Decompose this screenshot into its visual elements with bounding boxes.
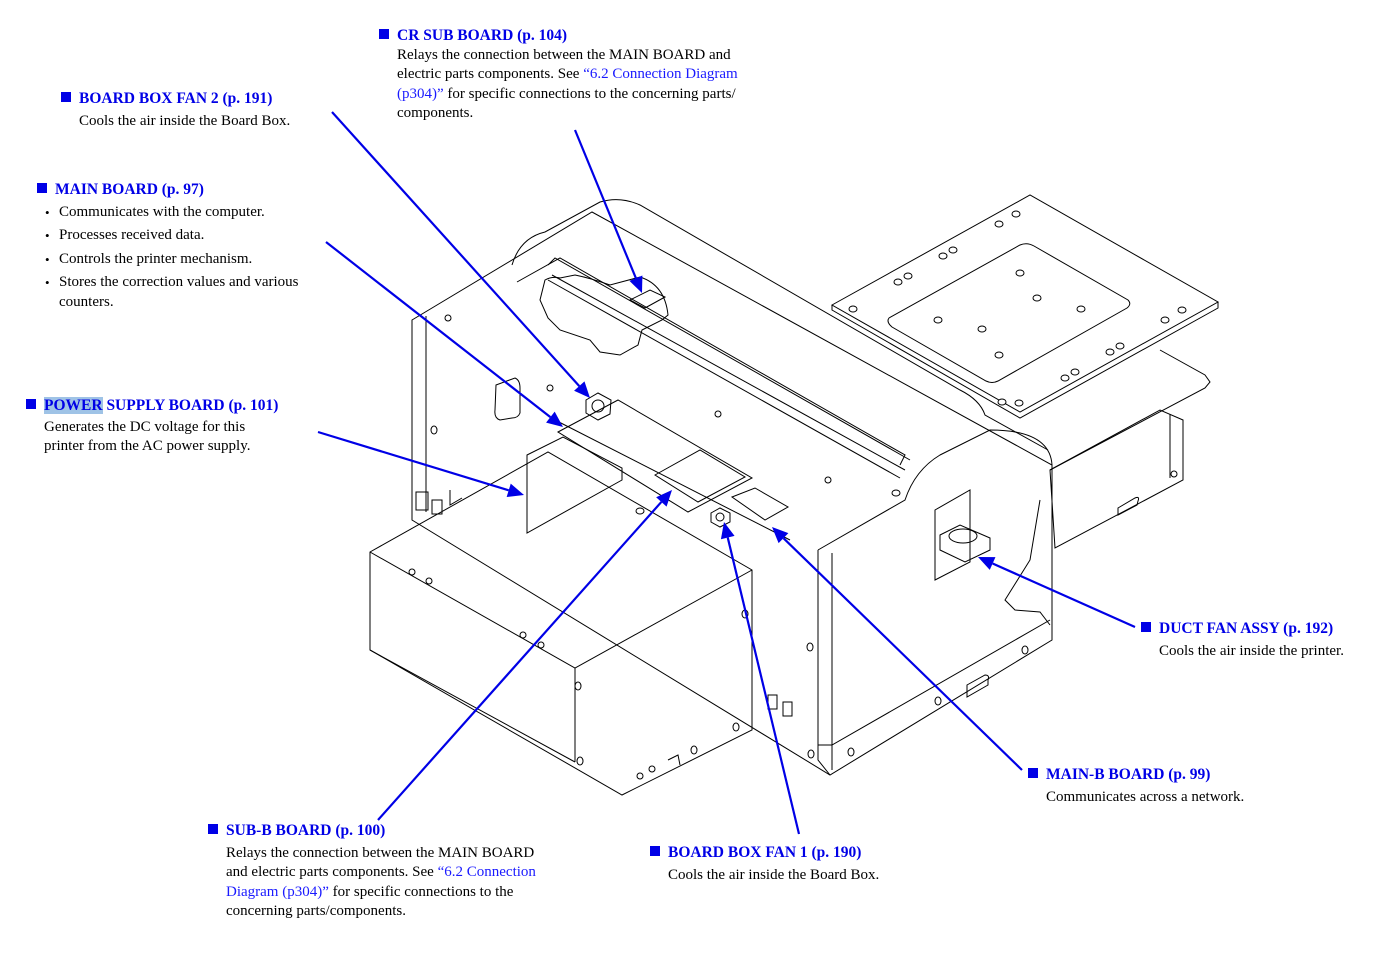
leader-power-supply-board (317, 430, 510, 492)
square-bullet-icon (379, 29, 389, 39)
connection-diagram-link[interactable]: Diagram (p304)” (226, 883, 329, 900)
rear-unit (1049, 409, 1184, 549)
leader-main-b-board (782, 537, 1023, 771)
connection-diagram-link[interactable]: “6.2 Connection (437, 864, 536, 880)
arrowhead-icon (978, 557, 996, 570)
board-box-fan-1[interactable] (710, 507, 731, 528)
arrowhead-icon (506, 483, 524, 498)
desc-line: electric parts components. See “6.2 Conn… (397, 66, 738, 82)
leader-sub-b-board (377, 501, 663, 821)
duct-fan-assy[interactable] (939, 524, 991, 563)
desc-line: Relays the connection between the MAIN B… (397, 46, 731, 63)
cr-sub-board[interactable] (628, 289, 667, 309)
leader-lines (317, 111, 1136, 835)
arrowhead-icon (772, 527, 789, 544)
callout-title[interactable]: SUB-B BOARD (p. 100) (208, 821, 536, 841)
bullet-item: Controls the printer mechanism. (45, 250, 344, 270)
board-box-fan-2[interactable] (585, 392, 612, 421)
bullet-item: Communicates with the computer. (45, 203, 344, 223)
square-bullet-icon (26, 399, 36, 409)
desc-line: printer from the AC power supply. (44, 438, 251, 454)
square-bullet-icon (37, 183, 47, 193)
main-board[interactable] (556, 399, 754, 513)
arrowhead-icon (574, 381, 590, 398)
desc-line: Diagram (p304)” for specific connections… (226, 883, 514, 900)
callout-board-box-fan-2: BOARD BOX FAN 2 (p. 191) Cools the air i… (61, 89, 291, 131)
desc-line: Relays the connection between the MAIN B… (226, 844, 535, 861)
leader-cr-sub-board (573, 129, 637, 279)
callout-main-b-board: MAIN-B BOARD (p. 99) Communicates across… (1028, 765, 1245, 807)
arrowhead-icon (656, 490, 672, 507)
text-selection-highlight: POWER (44, 397, 103, 414)
desc-line: Generates the DC voltage for this (44, 418, 246, 435)
desc-line: Cools the air inside the printer. (1159, 642, 1344, 659)
bullet-item: Processes received data. (45, 226, 344, 246)
leader-board-box-fan-2 (331, 111, 581, 387)
callout-title[interactable]: MAIN-B BOARD (p. 99) (1028, 765, 1244, 785)
desc-line: (p304)” for specific connections to the … (397, 85, 736, 102)
main-board-bullets: Communicates with the computer. Processe… (45, 203, 344, 313)
square-bullet-icon (1141, 622, 1151, 632)
connection-diagram-link[interactable]: “6.2 Connection Diagram (583, 66, 738, 82)
callout-cr-sub-board: CR SUB BOARD (p. 104) Relays the connect… (379, 26, 738, 124)
square-bullet-icon (61, 92, 71, 102)
leader-duct-fan-assy (992, 562, 1136, 629)
arrowhead-icon (720, 522, 735, 540)
callout-duct-fan-assy: DUCT FAN ASSY (p. 192) Cools the air ins… (1141, 619, 1344, 661)
callout-title[interactable]: CR SUB BOARD (p. 104) (379, 26, 738, 46)
callout-title[interactable]: POWER SUPPLY BOARD (p. 101) (26, 396, 278, 416)
arrowhead-icon (629, 275, 643, 293)
square-bullet-icon (650, 846, 660, 856)
leader-main-board (325, 241, 552, 419)
desc-line: Cools the air inside the Board Box. (668, 866, 880, 883)
desc-line: components. (397, 105, 474, 121)
power-supply-board[interactable] (526, 436, 623, 534)
arrowhead-icon (546, 411, 563, 427)
callout-board-box-fan-1: BOARD BOX FAN 1 (p. 190) Cools the air i… (650, 843, 880, 885)
sub-b-board[interactable] (654, 449, 747, 503)
power-supply-box (369, 451, 793, 796)
connection-diagram-link[interactable]: (p304)” (397, 85, 444, 102)
callout-title[interactable]: MAIN BOARD (p. 97) (37, 180, 344, 200)
desc-line: and electric parts components. See “6.2 … (226, 864, 536, 880)
platen-holes (848, 210, 1187, 407)
desc-line: Communicates across a network. (1046, 788, 1245, 805)
platen-tray (830, 194, 1220, 471)
callout-sub-b-board: SUB-B BOARD (p. 100) Relays the connecti… (208, 821, 536, 922)
main-b-board[interactable] (730, 487, 790, 521)
callout-main-board: MAIN BOARD (p. 97) Communicates with the… (37, 180, 344, 316)
desc-line: Cools the air inside the Board Box. (79, 112, 291, 129)
callout-title[interactable]: BOARD BOX FAN 1 (p. 190) (650, 843, 879, 863)
callout-power-supply-board: POWER SUPPLY BOARD (p. 101) Generates th… (26, 396, 278, 457)
callout-title[interactable]: DUCT FAN ASSY (p. 192) (1141, 619, 1344, 639)
leader-board-box-fan-1 (726, 537, 801, 835)
desc-line: concerning parts/components. (226, 903, 406, 919)
callout-title[interactable]: BOARD BOX FAN 2 (p. 191) (61, 89, 290, 109)
square-bullet-icon (208, 824, 218, 834)
square-bullet-icon (1028, 768, 1038, 778)
printer-body (411, 199, 1053, 776)
bullet-item: Stores the correction values and various… (45, 273, 344, 312)
